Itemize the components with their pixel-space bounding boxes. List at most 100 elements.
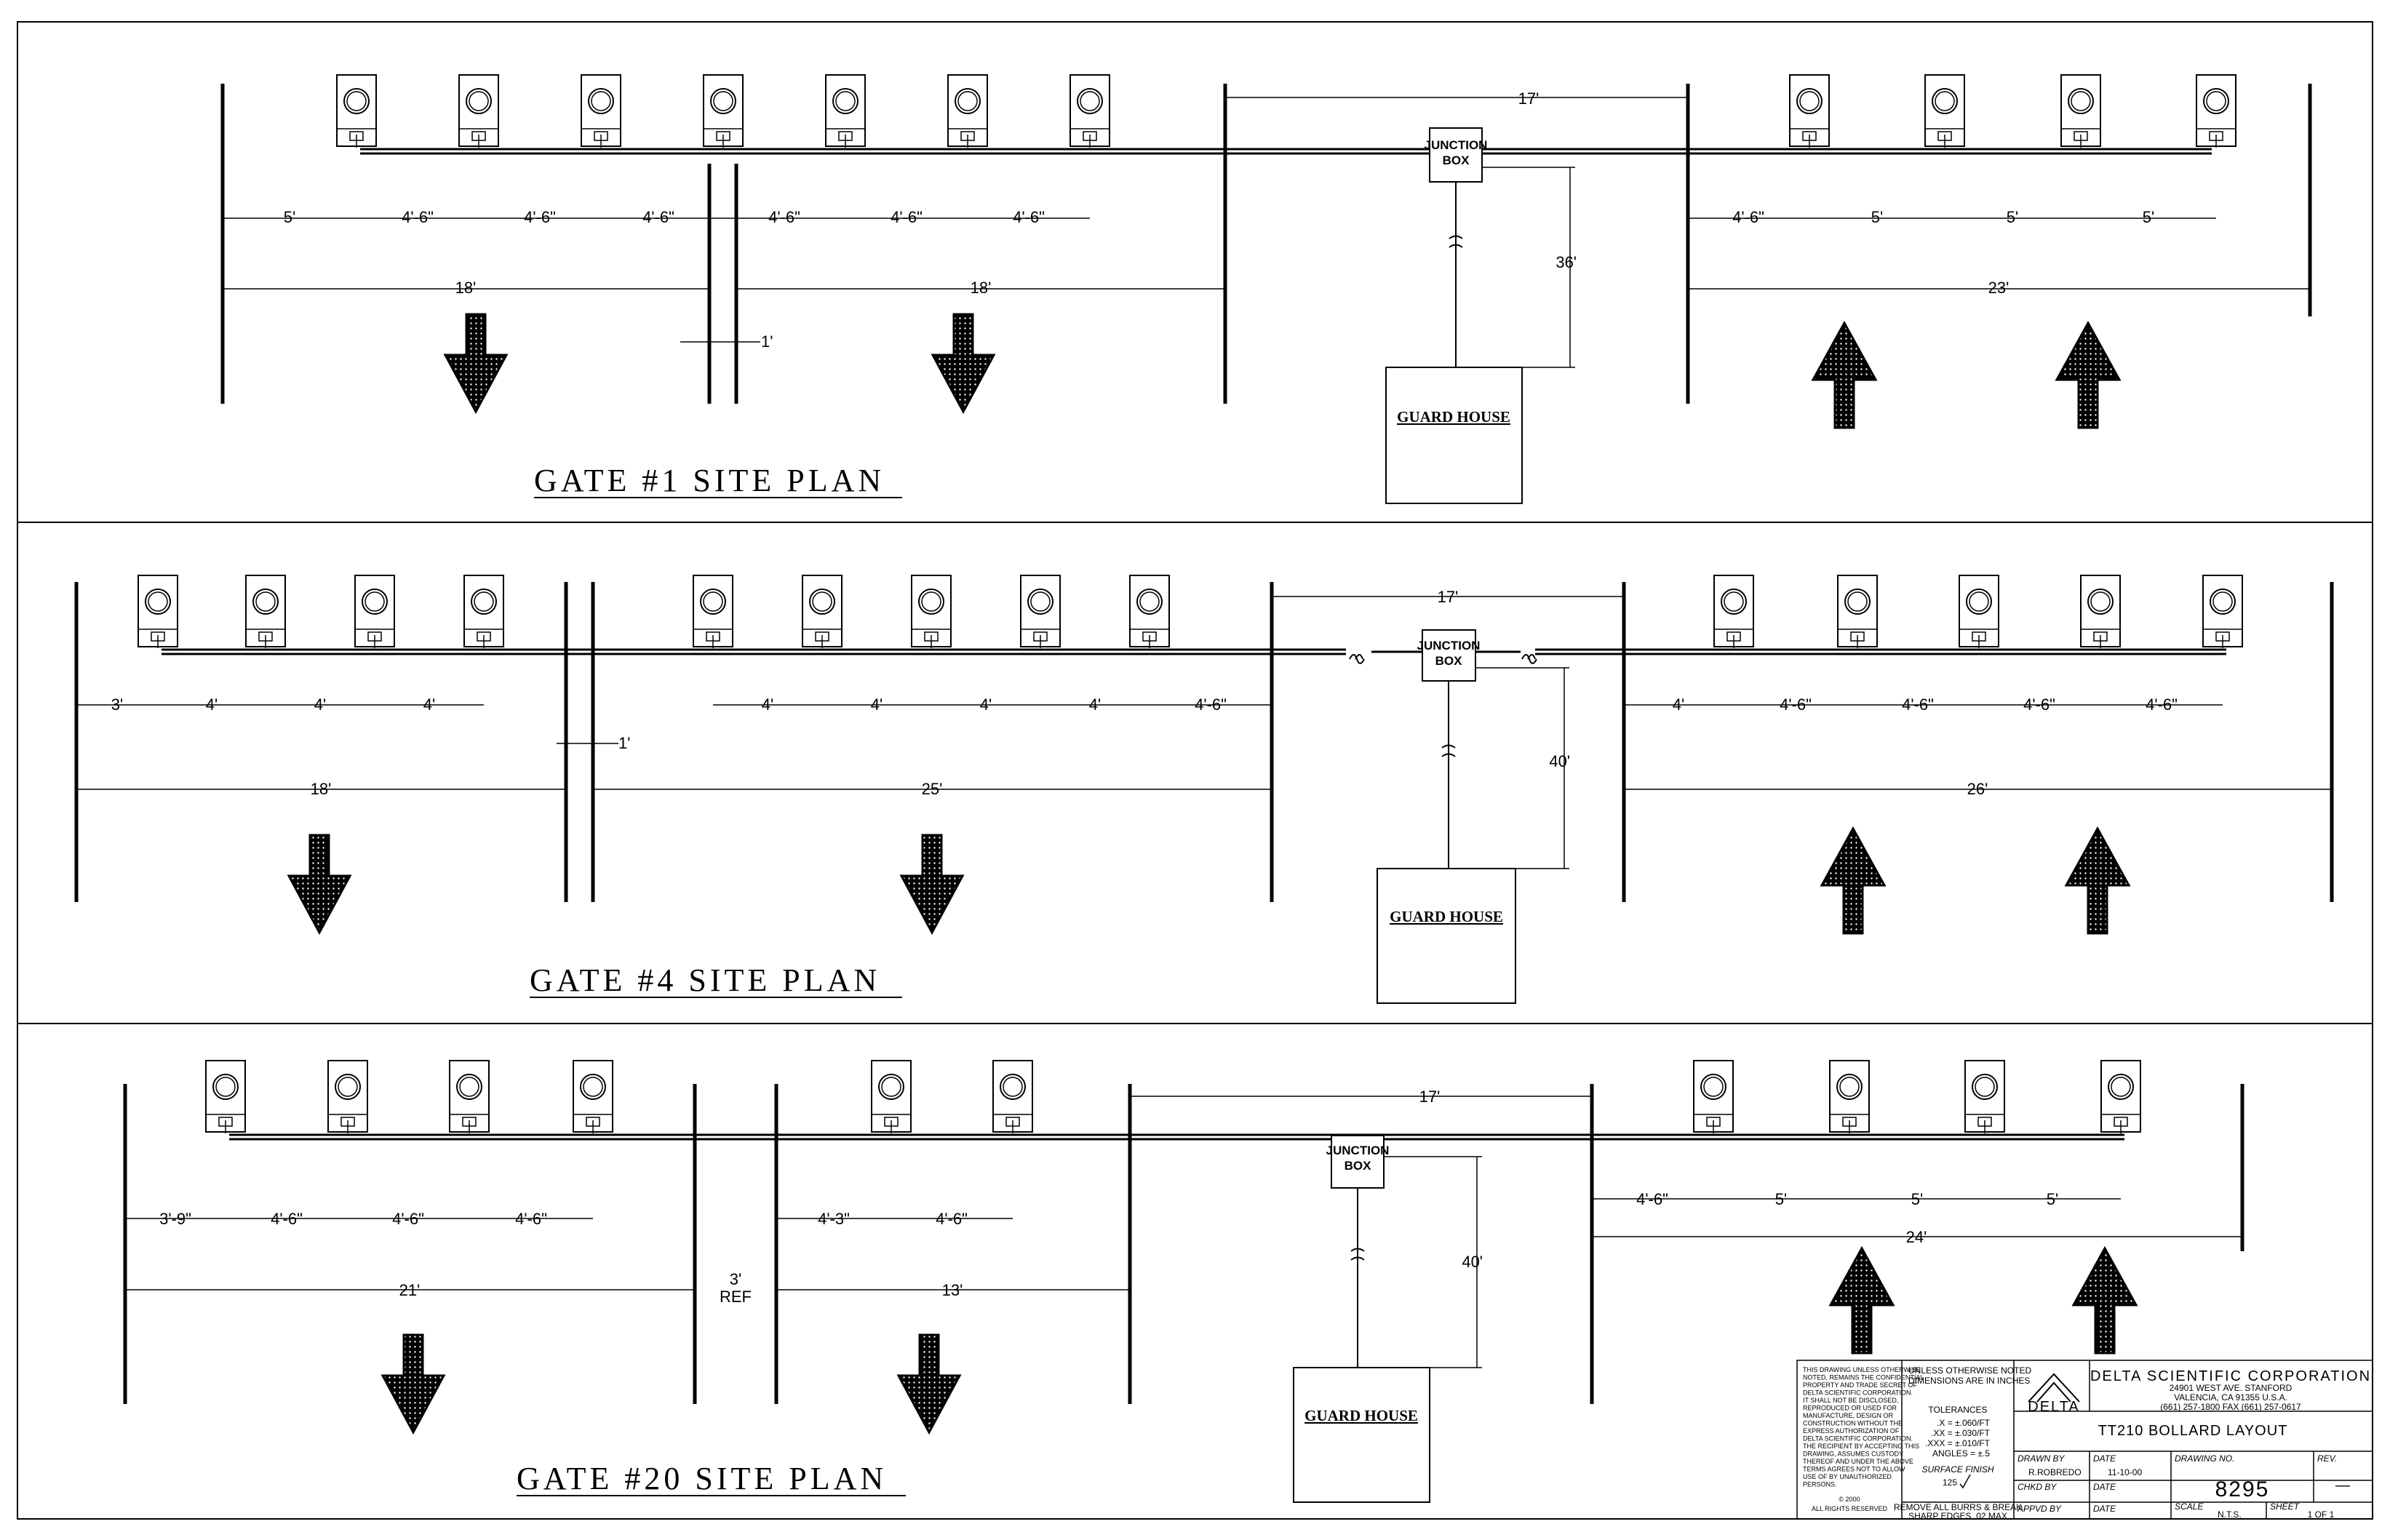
gate-4-dim-top: 17' <box>1438 588 1459 606</box>
gate-4-dim: 4' <box>762 695 773 714</box>
burr-note: SHARP EDGES .02 MAX <box>1908 1511 2007 1521</box>
bollard <box>327 1060 368 1133</box>
company-name: DELTA SCIENTIFIC CORPORATION <box>2090 1368 2371 1384</box>
gate-4-dim: 4' <box>206 695 218 714</box>
gate-20-dimensions <box>125 1096 2242 1368</box>
date-label: DATE <box>2093 1504 2116 1514</box>
sheet-value: 1 OF 1 <box>2308 1509 2335 1520</box>
gate-20-curbs <box>123 1084 2244 1404</box>
gate-20-dim: 4'-6" <box>392 1210 424 1228</box>
gate-1-dim-guard: 36' <box>1556 253 1577 271</box>
units-note: UNLESS OTHERWISE NOTED <box>1908 1365 2031 1376</box>
gate-1-dim: 4'-6" <box>1013 208 1045 226</box>
gate-1-dim: 4'-6" <box>402 208 434 226</box>
gate-1-dim: 5' <box>284 208 295 226</box>
gate-1-dim-top: 17' <box>1518 89 1539 108</box>
gate-4-dim: 4' <box>423 695 435 714</box>
checked-by-label: CHKD BY <box>2017 1482 2057 1492</box>
arrow-up-icon <box>1820 826 1887 935</box>
confidential-notice-line: PERSONS. <box>1803 1481 1837 1488</box>
gate-4-dim: 4'-6" <box>1195 695 1227 714</box>
confidential-notice-line: USE OF BY UNAUTHORIZED <box>1803 1473 1892 1480</box>
gate-4-dim: 4'-6" <box>2023 695 2055 714</box>
arrow-down-icon <box>443 313 509 415</box>
arrow-down-icon <box>899 834 965 935</box>
confidential-notice-line: NOTED, REMAINS THE CONFIDENTIAL <box>1803 1374 1924 1381</box>
gate-4-cable <box>162 648 2226 655</box>
drawn-by-label: DRAWN BY <box>2017 1453 2065 1464</box>
gate-1-dim: 5' <box>2007 208 2018 226</box>
bollard <box>1924 74 1965 148</box>
bollard <box>947 74 988 148</box>
gate-4-dim-total: 25' <box>922 780 943 798</box>
confidential-notice-line: TERMS AGREES NOT TO ALLOW <box>1803 1466 1905 1473</box>
sheet-border <box>17 21 2373 1520</box>
arrow-up-icon <box>1811 320 1878 429</box>
bollard <box>463 575 504 648</box>
arrow-down-icon <box>287 834 352 935</box>
gate-20-dim: 3'-9" <box>159 1210 191 1228</box>
title-block <box>1796 1360 2373 1520</box>
confidential-notice-line: THEREOF AND UNDER THE ABOVE <box>1803 1458 1913 1465</box>
gate-1-guard-house-label: GUARD HOUSE <box>1397 408 1510 426</box>
gate-1-title: GATE #1 SITE PLAN <box>534 463 885 498</box>
confidential-notice-line: DRAWING, ASSUMES CUSTODY <box>1803 1451 1903 1458</box>
bollard <box>354 575 395 648</box>
bollard <box>2080 575 2121 648</box>
confidential-notice-line: MANUFACTURE, DESIGN OR <box>1803 1412 1894 1419</box>
gate-20-dim: 4'-6" <box>271 1210 303 1228</box>
bollard <box>1789 74 1830 148</box>
gate-4-dim: 4' <box>871 695 883 714</box>
gate-20-bollards <box>205 1060 2141 1133</box>
gate-1-dim: 5' <box>2143 208 2154 226</box>
bollard <box>2060 74 2101 148</box>
confidential-notice-line: EXPRESS AUTHORIZATION OF <box>1803 1427 1900 1435</box>
company-address: (661) 257-1800 FAX (661) 257-0617 <box>2160 1402 2301 1412</box>
approved-by-label: APPVD BY <box>2017 1504 2062 1514</box>
gate-4-dim-total: 18' <box>311 780 332 798</box>
bollard <box>992 1060 1033 1133</box>
arrow-up-icon <box>1828 1245 1895 1355</box>
gate-20-dim-median: 3'REF <box>720 1270 752 1306</box>
rights-reserved: ALL RIGHTS RESERVED <box>1812 1505 1888 1512</box>
gate-1-dim: 4'-6" <box>642 208 674 226</box>
rev-value: — <box>2335 1477 2350 1493</box>
gate-1-dim: 4'-6" <box>768 208 800 226</box>
bollard <box>871 1060 912 1133</box>
tolerances-label: TOLERANCES <box>1928 1405 1987 1415</box>
date-label: DATE <box>2093 1453 2116 1464</box>
bollard <box>458 74 499 148</box>
gate-4-dim: 4'-6" <box>2146 695 2178 714</box>
gate-1-curbs <box>220 84 2312 404</box>
confidential-notice-line: REPRODUCED OR USED FOR <box>1803 1405 1897 1412</box>
gate-4-curbs <box>74 582 2334 902</box>
bollard <box>1693 1060 1734 1133</box>
gate-1-cable <box>360 148 2212 155</box>
surface-finish-label: SURFACE FINISH <box>1921 1464 1993 1475</box>
rev-label: REV. <box>2317 1453 2337 1464</box>
company-address: 24901 WEST AVE. STANFORD <box>2170 1383 2293 1393</box>
gate-20-dim: 4'-6" <box>936 1210 968 1228</box>
scale-label: SCALE <box>2175 1501 2204 1512</box>
gate-20-cable <box>229 1133 2124 1141</box>
gate-20-dim: 4'-3" <box>818 1210 850 1228</box>
drawing-no-label: DRAWING NO. <box>2175 1453 2234 1464</box>
gate-1-dim: 4'-6" <box>1732 208 1764 226</box>
gate-4-dim: 4' <box>314 695 326 714</box>
bollard <box>336 74 377 148</box>
scale-value: N.T.S. <box>2218 1509 2242 1520</box>
bollard <box>1837 575 1878 648</box>
copyright: © 2000 <box>1839 1496 1860 1503</box>
units-note: DIMENSIONS ARE IN INCHES <box>1908 1376 2030 1386</box>
bollard <box>693 575 733 648</box>
